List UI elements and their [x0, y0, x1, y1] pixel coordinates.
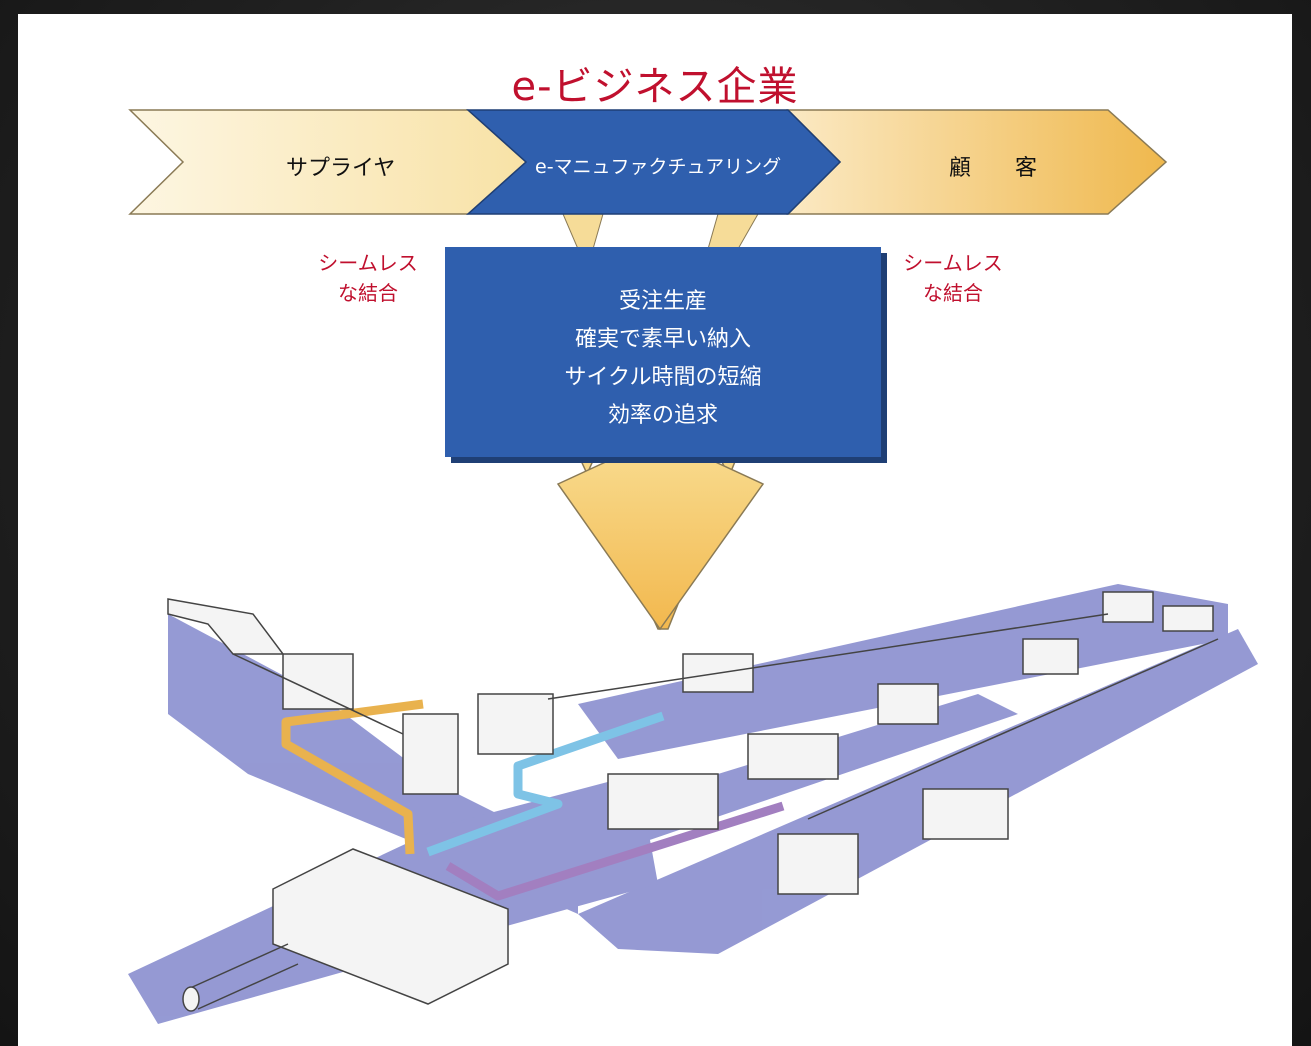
diagram-graphics [128, 109, 1258, 1024]
goal-item: 確実で素早い納入 [574, 327, 751, 352]
pipe-purple [445, 801, 785, 901]
outlet-pipe-end [182, 986, 200, 1012]
right-link-line-2: な結合 [923, 281, 983, 305]
machine-right [922, 788, 1009, 840]
press-unit [477, 693, 554, 755]
pipe-blue [426, 711, 665, 857]
assembly-unit-1 [607, 773, 719, 830]
supplier-label: サプライヤ [286, 156, 396, 181]
right-link-funnel [707, 213, 759, 250]
goal-item: 受注生産 [618, 289, 707, 314]
right-link-line-1: シームレス [903, 251, 1003, 275]
conveyor-right [807, 638, 1219, 820]
conveyor-top [547, 613, 1109, 700]
left-link-line-1: シームレス [318, 251, 418, 275]
pipe-yellow [281, 699, 424, 855]
outlet-pipe [187, 943, 299, 1010]
assembly-unit-2 [747, 733, 839, 780]
shipping-boxes [1162, 605, 1214, 632]
goal-item: 効率の追求 [607, 403, 718, 428]
manufacturing-label: e-マニュファクチュアリング [535, 156, 782, 178]
factory-machinery [167, 591, 1219, 1005]
left-link-line-2: な結合 [338, 281, 398, 305]
right-seamless-link: シームレス な結合 [878, 248, 1028, 308]
down-arrow-head [556, 453, 765, 631]
machine-top-2 [877, 683, 939, 725]
inspection-unit [777, 833, 859, 895]
machine-top-3 [1022, 638, 1079, 675]
goal-item: サイクル時間の短縮 [564, 365, 762, 390]
shipping-rack [1102, 591, 1154, 623]
manufacturing-chevron [466, 109, 842, 215]
machine-stack-2 [402, 713, 459, 795]
floor-lane-top [578, 584, 1228, 759]
machine-stack-1 [282, 653, 354, 710]
goals-list: 受注生産 確実で素早い納入 サイクル時間の短縮 効率の追求 [445, 247, 881, 435]
customer-label: 顧 客 [949, 156, 1038, 181]
floor-lane-bottom [578, 629, 1258, 954]
diagram-card: e-ビジネス企業 [18, 14, 1292, 1046]
goals-box: 受注生産 確実で素早い納入 サイクル時間の短縮 効率の追求 [445, 247, 881, 457]
left-seamless-link: シームレス な結合 [293, 248, 443, 308]
left-link-funnel [562, 213, 604, 250]
diagram-title: e-ビジネス企業 [511, 64, 799, 110]
intake-box [272, 848, 509, 1005]
conveyor-left [232, 653, 404, 735]
